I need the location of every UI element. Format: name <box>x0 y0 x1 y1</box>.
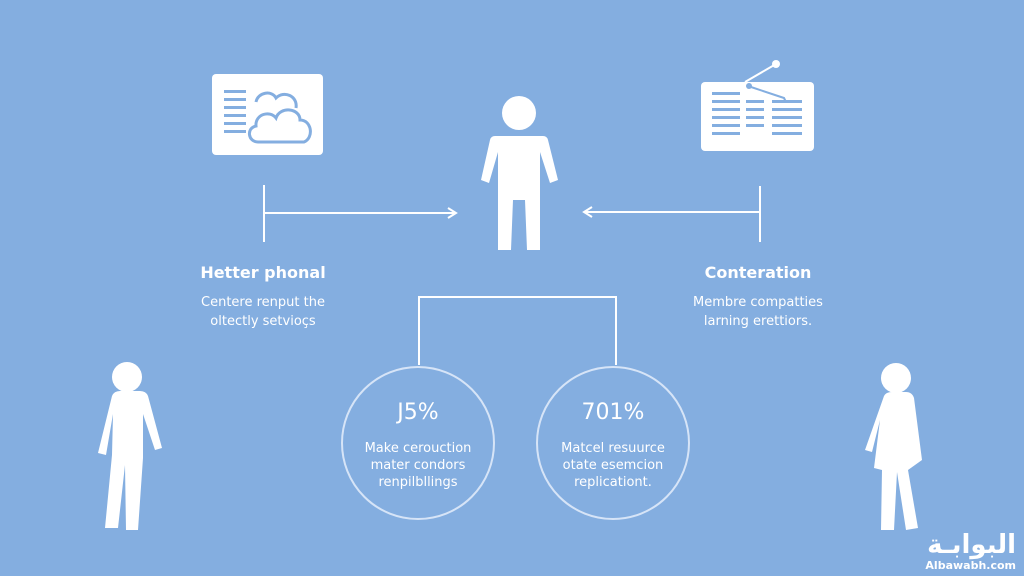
stat-line: mater condors <box>370 458 466 473</box>
stat-1-text: J5% Make cerouction mater condors renpil… <box>343 400 493 491</box>
stat-line: otate esemcion <box>562 458 664 473</box>
right-caption: Conteration Membre compatties larning er… <box>638 263 878 331</box>
person-icon <box>481 96 558 250</box>
left-caption: Hetter phonal Centere renput the oltectl… <box>143 263 383 331</box>
walking-man-icon <box>98 362 162 530</box>
left-caption-heading: Hetter phonal <box>200 263 326 282</box>
document-cloud-icon <box>212 74 323 155</box>
branch-bracket <box>418 296 617 365</box>
right-connector <box>582 186 761 242</box>
left-caption-line: Centere renput the <box>201 295 325 310</box>
stat-line: Matcel resuurce <box>561 441 665 456</box>
left-connector <box>263 185 458 242</box>
stat-value: J5% <box>397 400 439 425</box>
right-caption-heading: Conteration <box>704 263 812 282</box>
stat-line: replicationt. <box>574 475 652 490</box>
left-caption-line: oltectly setvioçs <box>210 314 316 329</box>
stat-line: Make cerouction <box>364 441 472 456</box>
stat-circle-2 <box>536 366 690 520</box>
document-network-icon <box>701 60 814 151</box>
walking-woman-icon <box>865 363 922 530</box>
stat-value: 701% <box>581 400 645 425</box>
stat-circle-1 <box>341 366 495 520</box>
right-caption-line: larning erettiors. <box>703 314 813 329</box>
stat-2-text: 701% Matcel resuurce otate esemcion repl… <box>538 400 688 491</box>
watermark-latin: Albawabh.com <box>925 559 1016 572</box>
right-caption-line: Membre compatties <box>693 295 823 310</box>
watermark-logo: البوابـة Albawabh.com <box>925 530 1016 572</box>
watermark-arabic: البوابـة <box>927 530 1016 560</box>
stat-line: renpilbllings <box>378 475 458 490</box>
